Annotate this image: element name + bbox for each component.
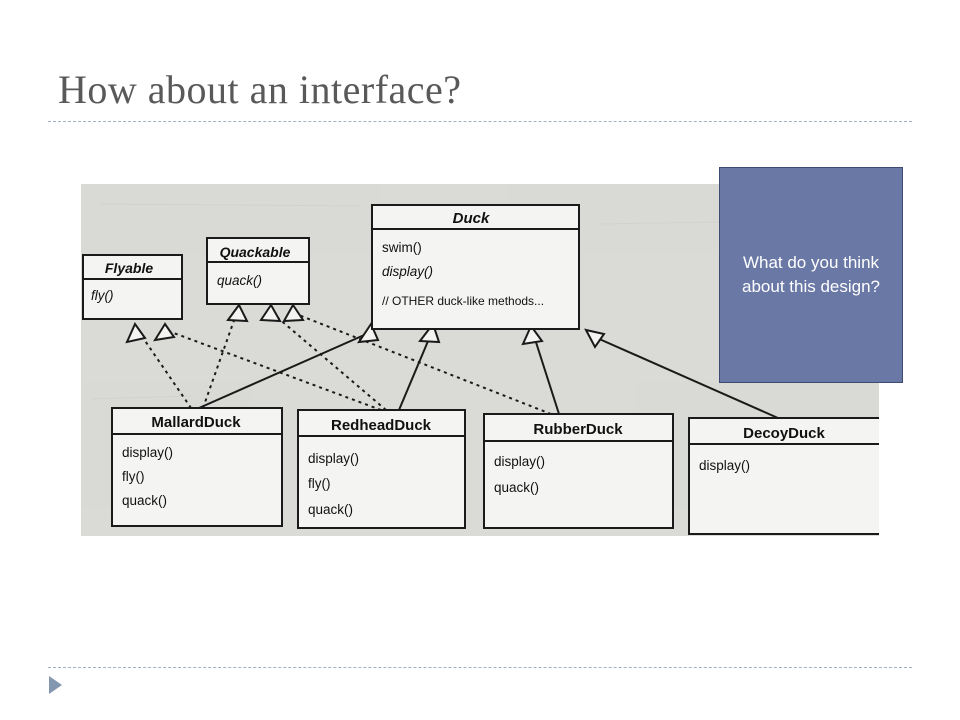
- interface-arrowhead: [282, 303, 305, 323]
- class-name-duck: Duck: [453, 210, 490, 227]
- class-rubber-duck: RubberDuck display() quack(): [483, 413, 674, 529]
- triangle-bullet-icon: [49, 676, 62, 694]
- mallard-to-flyable-line: [138, 331, 192, 409]
- class-member: quack(): [217, 273, 262, 288]
- mallard-to-duck-line: [198, 331, 372, 409]
- inheritance-arrowhead: [584, 328, 606, 349]
- class-name-mallard-duck: MallardDuck: [151, 414, 241, 431]
- class-name-decoy-duck: DecoyDuck: [743, 425, 825, 442]
- inheritance-arrowhead: [356, 321, 380, 344]
- class-decoy-duck: DecoyDuck display(): [688, 417, 879, 535]
- callout-box: What do you think about this design?: [719, 167, 903, 383]
- class-member: display(): [494, 454, 545, 469]
- class-mallard-duck: MallardDuck display() fly() quack(): [111, 407, 283, 527]
- class-name-rubber-duck: RubberDuck: [533, 421, 623, 438]
- decoy-to-duck-line: [587, 333, 779, 419]
- relations-layer: [125, 303, 779, 419]
- class-duck: Duck swim() display() // OTHER duck-like…: [371, 204, 580, 330]
- class-member: swim(): [382, 240, 422, 255]
- rubber-to-quackable-line: [290, 311, 552, 415]
- interface-arrowhead: [226, 303, 249, 323]
- callout-text: What do you think about this design?: [742, 253, 880, 296]
- redhead-to-duck-line: [398, 333, 432, 411]
- class-member: quack(): [494, 480, 539, 495]
- class-quackable: Quackable quack(): [206, 237, 310, 305]
- mallard-to-quackable-line: [202, 311, 238, 409]
- inheritance-arrowhead: [521, 324, 544, 346]
- slide-title: How about an interface?: [58, 67, 462, 112]
- class-redhead-duck: RedheadDuck display() fly() quack(): [297, 409, 466, 529]
- class-flyable: Flyable fly(): [82, 254, 183, 320]
- class-member: display(): [122, 445, 173, 460]
- class-name-redhead-duck: RedheadDuck: [331, 417, 432, 434]
- interface-arrowhead: [152, 322, 176, 342]
- class-member: fly(): [91, 288, 114, 303]
- class-name-quackable: Quackable: [220, 244, 291, 260]
- title-divider: [48, 121, 912, 122]
- rubber-to-duck-line: [533, 335, 560, 415]
- class-member: display(): [699, 458, 750, 473]
- class-member: quack(): [308, 502, 353, 517]
- class-name-flyable: Flyable: [105, 260, 153, 276]
- class-member: display(): [308, 451, 359, 466]
- class-member: fly(): [122, 469, 145, 484]
- footer-divider: [48, 667, 912, 668]
- class-member: quack(): [122, 493, 167, 508]
- class-member: // OTHER duck-like methods...: [382, 294, 544, 308]
- interface-arrowhead: [259, 303, 282, 323]
- interface-arrowhead: [125, 321, 147, 344]
- class-member: display(): [382, 264, 433, 279]
- class-member: fly(): [308, 476, 331, 491]
